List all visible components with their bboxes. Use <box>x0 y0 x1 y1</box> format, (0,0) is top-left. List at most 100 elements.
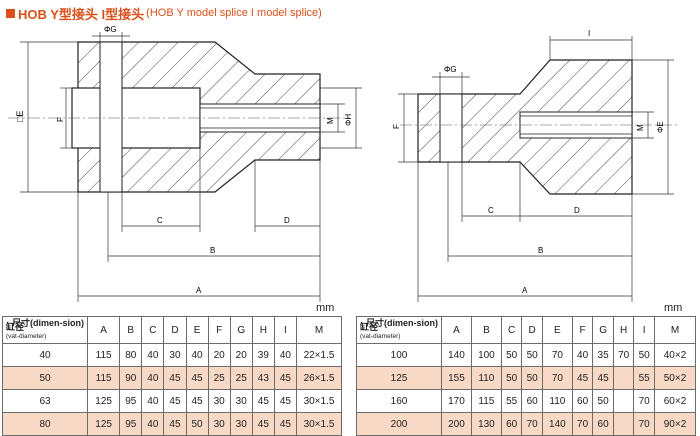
i-cell <box>612 366 635 390</box>
y-label-g: ΦG <box>104 25 117 34</box>
y-cell: 40 <box>141 389 165 413</box>
i-label-c: C <box>488 206 494 215</box>
y-col-header: F <box>207 316 231 344</box>
i-cell: 70 <box>633 412 655 436</box>
y-cell: 40 <box>2 343 88 367</box>
y-cell: 20 <box>207 343 231 367</box>
i-label-a: A <box>522 286 528 295</box>
i-cell: 50×2 <box>654 366 696 390</box>
y-table-header: 尺寸(dimen-sion) 缸径(vat-diameter) A B C D … <box>2 316 342 344</box>
y-header-dia: 缸径 <box>6 322 25 332</box>
y-col-header: M <box>296 316 342 344</box>
y-header-dim: 尺寸(dimen-sion) <box>12 318 84 328</box>
y-col-header: I <box>273 316 298 344</box>
y-cell: 45 <box>163 366 187 390</box>
i-label-i: I <box>588 29 590 38</box>
i-cell: 70 <box>633 389 655 413</box>
i-cell: 60 <box>521 389 543 413</box>
i-cell: 40×2 <box>654 343 696 367</box>
i-cell: 110 <box>541 389 573 413</box>
y-cell: 40 <box>185 343 209 367</box>
y-label-f: F <box>56 117 65 122</box>
y-cell: 125 <box>86 412 121 436</box>
y-cell: 43 <box>251 366 275 390</box>
y-cell: 115 <box>86 366 121 390</box>
i-cell <box>612 389 635 413</box>
i-cell: 50 <box>521 343 543 367</box>
i-cell: 55 <box>500 389 523 413</box>
i-splice-drawing: I ΦG F M ΦE C D B A <box>392 29 680 302</box>
i-cell: 155 <box>441 366 472 390</box>
i-cell: 200 <box>356 412 442 436</box>
i-cell: 110 <box>470 366 502 390</box>
y-cell: 40 <box>141 412 165 436</box>
i-cell: 50 <box>592 389 614 413</box>
title-main: HOB Y型接头 I型接头 <box>18 6 145 22</box>
i-cell: 60 <box>571 389 594 413</box>
i-cell: 160 <box>356 389 442 413</box>
i-cell: 50 <box>521 366 543 390</box>
i-table-header: 尺寸(dimen-sion) 缸径(vat-diameter) A B C D … <box>356 316 696 344</box>
y-cell: 45 <box>273 412 298 436</box>
i-cell: 55 <box>633 366 655 390</box>
i-col-header: E <box>541 316 573 344</box>
i-cell: 130 <box>470 412 502 436</box>
i-cell: 70 <box>521 412 543 436</box>
title-square-icon <box>6 8 15 18</box>
y-cell: 30 <box>229 389 253 413</box>
y-col-header: A <box>86 316 121 344</box>
y-cell: 45 <box>273 389 298 413</box>
i-header-dia-en: (vat-diameter) <box>360 333 401 340</box>
y-cell: 95 <box>119 412 143 436</box>
i-col-header: B <box>470 316 502 344</box>
i-col-header: A <box>441 316 472 344</box>
y-cell: 80 <box>2 412 88 436</box>
y-cell: 45 <box>251 412 275 436</box>
i-label-g: ΦG <box>444 65 457 74</box>
y-cell: 90 <box>119 366 143 390</box>
y-cell: 30 <box>207 412 231 436</box>
y-cell: 45 <box>185 366 209 390</box>
y-header-dia-en: (vat-diameter) <box>6 333 47 340</box>
i-cell: 60 <box>592 412 614 436</box>
i-col-header: M <box>654 316 696 344</box>
title-english: (HOB Y model splice I model splice) <box>146 7 322 19</box>
y-cell: 115 <box>86 343 121 367</box>
y-label-e: □E <box>15 111 25 122</box>
i-cell: 125 <box>356 366 442 390</box>
y-col-header: E <box>185 316 209 344</box>
page-title: HOB Y型接头 I型接头 (HOB Y model splice I mode… <box>6 4 322 22</box>
i-header-dim: 尺寸(dimen-sion) <box>366 318 438 328</box>
i-cell: 115 <box>470 389 502 413</box>
i-col-header: C <box>500 316 523 344</box>
y-cell: 45 <box>163 389 187 413</box>
i-cell: 200 <box>441 412 472 436</box>
y-col-header: H <box>251 316 275 344</box>
y-cell: 50 <box>185 412 209 436</box>
i-cell: 70 <box>541 343 573 367</box>
i-table-unit: mm <box>664 302 683 314</box>
y-cell: 45 <box>185 389 209 413</box>
y-cell: 22×1.5 <box>296 343 342 367</box>
y-cell: 25 <box>207 366 231 390</box>
i-header-corner: 尺寸(dimen-sion) 缸径(vat-diameter) <box>356 316 442 344</box>
y-label-c: C <box>157 216 163 225</box>
i-label-f: F <box>392 124 401 129</box>
i-cell: 90×2 <box>654 412 696 436</box>
i-cell: 50 <box>500 343 523 367</box>
y-cell: 45 <box>251 389 275 413</box>
i-cell: 100 <box>356 343 442 367</box>
y-label-b: B <box>210 246 215 255</box>
y-col-header: G <box>229 316 253 344</box>
i-label-d: D <box>574 206 580 215</box>
y-cell: 50 <box>2 366 88 390</box>
y-cell: 125 <box>86 389 121 413</box>
i-cell: 60 <box>500 412 523 436</box>
y-header-corner: 尺寸(dimen-sion) 缸径(vat-diameter) <box>2 316 88 344</box>
y-col-header: C <box>141 316 165 344</box>
i-col-header: G <box>592 316 614 344</box>
